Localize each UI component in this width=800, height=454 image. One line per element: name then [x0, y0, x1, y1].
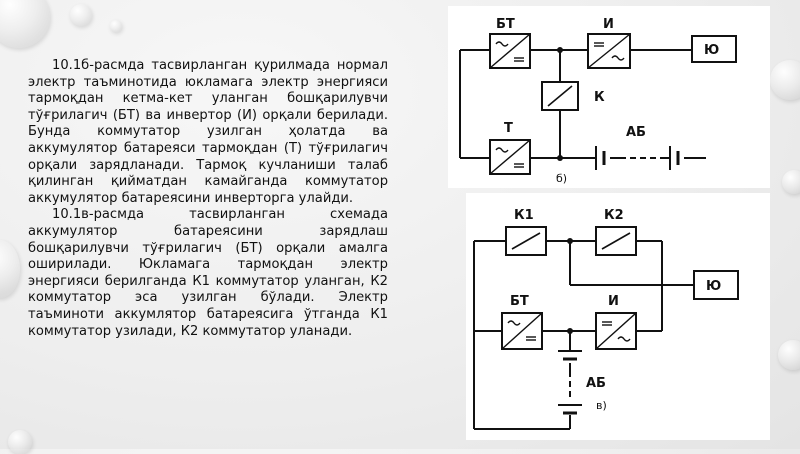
label-i: И [608, 294, 619, 309]
label-ab: АБ [586, 376, 606, 391]
label-t: Т [504, 121, 513, 136]
caption-v: в) [596, 399, 607, 412]
label-bt: БТ [510, 294, 529, 309]
water-drop-decoration [778, 340, 800, 370]
paragraph-2: 10.1в-расмда тасвирланган схемада аккуму… [28, 207, 388, 339]
water-drop-decoration [0, 240, 20, 298]
circuit-diagram-v-svg: К1 К2 БТ И Ю АБ в) [473, 208, 739, 430]
label-i: И [603, 17, 614, 32]
label-k: К [594, 90, 605, 105]
water-drop-decoration [770, 60, 800, 100]
water-drop-decoration [782, 170, 800, 194]
circuit-diagram-b: БТ И Ю К Т АБ б) [448, 6, 770, 188]
circuit-diagram-b-svg: БТ И Ю К Т АБ б) [459, 17, 737, 185]
label-bt: БТ [496, 17, 515, 32]
description-text: 10.1б-расмда тасвирланган қурилмада норм… [28, 58, 388, 340]
water-drop-decoration [0, 0, 50, 48]
water-drop-decoration [110, 20, 122, 32]
label-k1: К1 [514, 208, 534, 223]
water-drop-decoration [70, 4, 92, 26]
label-yu: Ю [704, 43, 719, 58]
label-ab: АБ [626, 125, 646, 140]
label-yu: Ю [706, 279, 721, 294]
caption-b: б) [556, 172, 567, 185]
circuit-diagram-v: К1 К2 БТ И Ю АБ в) [466, 193, 770, 440]
paragraph-1: 10.1б-расмда тасвирланган қурилмада норм… [28, 58, 388, 206]
water-drop-decoration [8, 430, 32, 454]
label-k2: К2 [604, 208, 624, 223]
